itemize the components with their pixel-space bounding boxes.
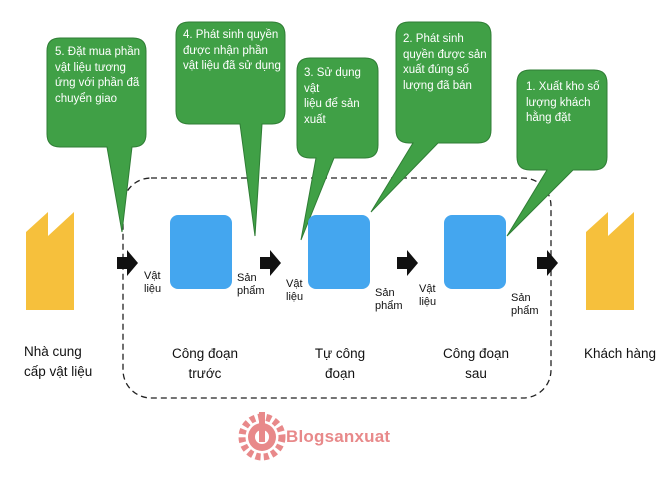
- flow-arrow-3: [397, 250, 418, 276]
- bubble-2: [370, 21, 492, 213]
- dashed-boundary: [122, 177, 552, 399]
- supplier-label: Nhà cung cấp vật liệu: [24, 344, 93, 379]
- bubble-2-text: 2. Phát sinh quyền được sản xuất đúng số…: [403, 33, 487, 92]
- bubble-4: [175, 21, 286, 237]
- stage-1-input-label: Vật liệu: [144, 270, 162, 295]
- supplier-factory-icon: [26, 212, 74, 310]
- stage-3-output-label: Sản phẩm: [511, 292, 539, 317]
- customer-factory-icon: [586, 212, 634, 310]
- bubble-5: [46, 37, 147, 233]
- process-box-next: [444, 215, 506, 289]
- stage-2-input-label: Vật liệu: [286, 278, 304, 303]
- bubble-1-text: 1. Xuất kho số lượng khách hằng đặt: [526, 81, 600, 124]
- stage-2-output-label: Sản phẩm: [375, 287, 403, 312]
- bubble-3-text: 3. Sử dụng vật liệu để sản xuất: [304, 67, 361, 126]
- stage-1-output-label: Sản phẩm: [237, 272, 265, 297]
- bubble-1: [506, 69, 608, 237]
- stage-3-name: Công đoạn sau: [442, 346, 510, 381]
- bubble-5-text: 5. Đặt mua phần vật liệu tương ứng với p…: [55, 46, 141, 105]
- bubble-3: [296, 57, 379, 241]
- stage-1-name: Công đoạn trước: [171, 346, 239, 381]
- process-box-self: [308, 215, 370, 289]
- flow-arrow-2: [260, 250, 281, 276]
- stage-3-input-label: Vật liệu: [419, 283, 437, 308]
- stage-2-name: Tự công đoạn: [314, 346, 366, 381]
- watermark-gear-icon: [238, 412, 286, 461]
- flow-arrow-1: [117, 250, 138, 276]
- bubble-4-text: 4. Phát sinh quyền được nhận phần vật li…: [183, 29, 281, 72]
- flow-arrow-4: [537, 250, 558, 276]
- watermark-text: Blogsanxuat: [286, 427, 391, 446]
- customer-label: Khách hàng: [584, 346, 657, 361]
- process-box-previous: [170, 215, 232, 289]
